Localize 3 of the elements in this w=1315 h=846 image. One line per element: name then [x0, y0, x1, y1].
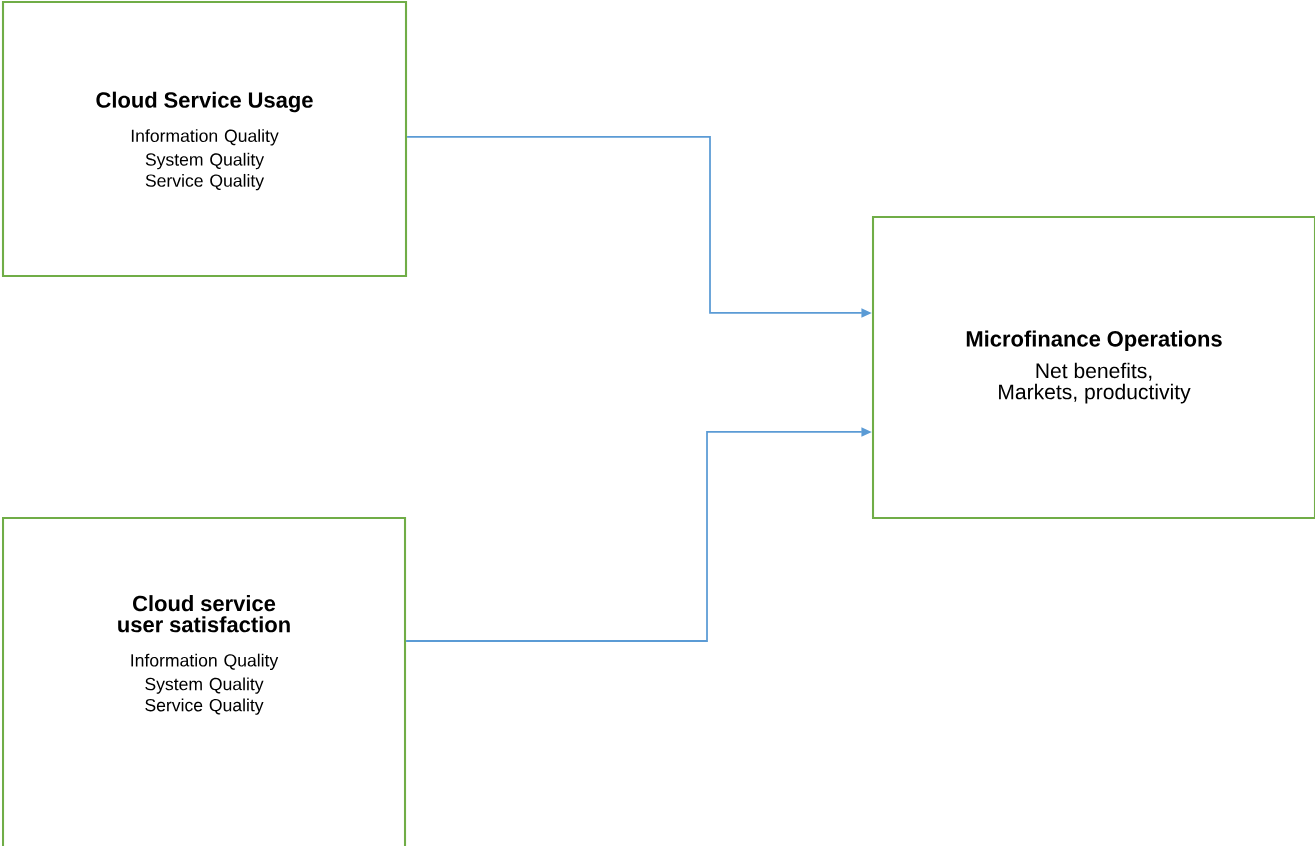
- box: Cloud Service Usage Information Quality System Quality Service Quality: [1, 0, 408, 278]
- box: Cloud service user satisfaction Information Quality System Quality Service Quality: [1, 516, 407, 846]
- box: Microfinance Operations Net benefits, Markets, productivity: [871, 215, 1315, 520]
